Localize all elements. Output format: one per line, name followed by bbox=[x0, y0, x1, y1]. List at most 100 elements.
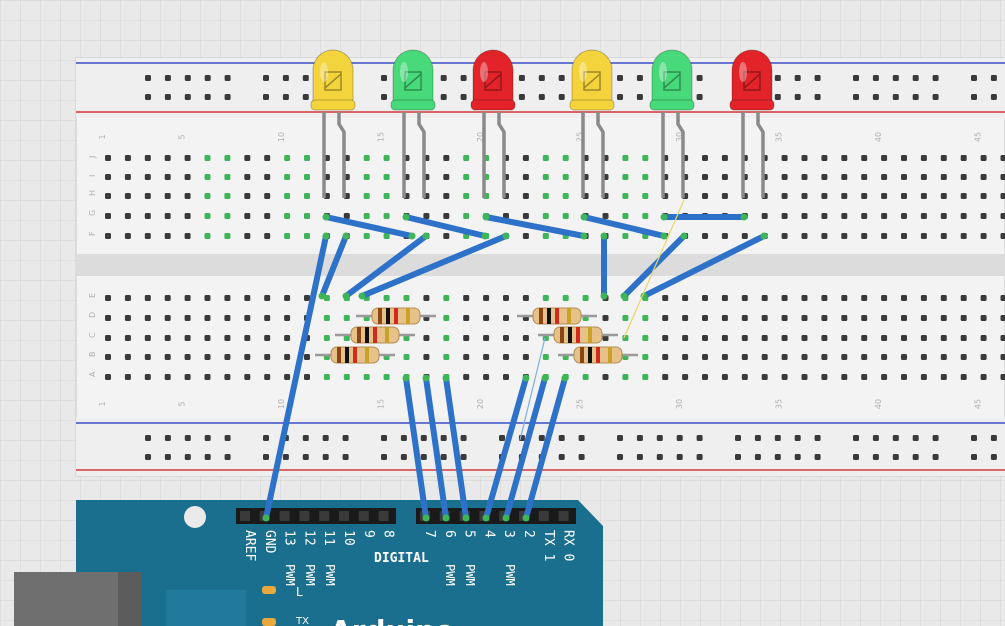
breadboard-hole bbox=[381, 435, 387, 441]
breadboard-hole bbox=[761, 335, 768, 341]
breadboard-hole bbox=[853, 454, 859, 460]
wire-end bbox=[482, 514, 490, 522]
breadboard-hole bbox=[622, 193, 629, 199]
breadboard-hole bbox=[184, 155, 191, 161]
breadboard-hole bbox=[814, 94, 821, 100]
breadboard-hole bbox=[224, 354, 231, 360]
center-channel bbox=[76, 254, 1005, 276]
breadboard-hole bbox=[263, 75, 269, 81]
breadboard-hole bbox=[264, 155, 271, 161]
breadboard-hole bbox=[814, 454, 821, 460]
led-leg-anode bbox=[417, 112, 426, 198]
wire-end bbox=[422, 232, 430, 240]
breadboard-hole bbox=[920, 374, 927, 380]
row-letter: E bbox=[88, 293, 97, 298]
wire-end bbox=[482, 213, 490, 221]
breadboard-hole bbox=[901, 174, 907, 180]
wire-end bbox=[760, 232, 768, 240]
breadboard-hole bbox=[164, 454, 171, 460]
breadboard-hole bbox=[781, 233, 788, 239]
breadboard-hole bbox=[741, 233, 748, 239]
breadboard-hole bbox=[542, 295, 549, 301]
breadboard-hole bbox=[940, 213, 947, 219]
breadboard-hole bbox=[901, 335, 907, 341]
breadboard-hole bbox=[383, 374, 390, 380]
breadboard-hole bbox=[562, 295, 569, 301]
breadboard-hole bbox=[204, 174, 211, 180]
breadboard-hole bbox=[662, 295, 669, 301]
breadboard-hole bbox=[184, 295, 191, 301]
breadboard-hole bbox=[861, 233, 868, 239]
breadboard-hole bbox=[861, 295, 868, 301]
breadboard-hole bbox=[363, 193, 370, 199]
breadboard-hole bbox=[1000, 174, 1005, 180]
breadboard-hole bbox=[761, 315, 768, 321]
led-leg-anode bbox=[497, 112, 506, 198]
pin-label: 13 bbox=[282, 530, 297, 546]
breadboard-hole bbox=[622, 213, 629, 219]
breadboard-hole bbox=[901, 354, 907, 360]
breadboard-hole bbox=[636, 75, 643, 81]
led-tx-indicator bbox=[262, 618, 276, 626]
row-letter: C bbox=[88, 332, 97, 338]
header-pin bbox=[299, 511, 310, 521]
led-yellow bbox=[310, 49, 356, 111]
breadboard-hole bbox=[622, 233, 629, 239]
breadboard-hole bbox=[881, 213, 888, 219]
breadboard-hole bbox=[264, 315, 271, 321]
pin-label: AREF bbox=[242, 530, 257, 561]
wire-end bbox=[462, 514, 470, 522]
breadboard-hole bbox=[861, 335, 868, 341]
breadboard-hole bbox=[522, 295, 529, 301]
wire-end bbox=[422, 374, 430, 382]
pwm-label: PWM bbox=[303, 564, 317, 586]
breadboard-hole bbox=[960, 233, 967, 239]
breadboard-hole bbox=[323, 315, 330, 321]
resistor bbox=[573, 346, 623, 364]
pin-label: 6 bbox=[442, 530, 457, 538]
breadboard-hole bbox=[499, 435, 505, 441]
breadboard-hole bbox=[443, 174, 450, 180]
breadboard-hole bbox=[702, 354, 708, 360]
breadboard-hole bbox=[423, 213, 430, 219]
breadboard-hole bbox=[224, 454, 231, 460]
breadboard-hole bbox=[801, 315, 808, 321]
breadboard-hole bbox=[582, 295, 589, 301]
breadboard-hole bbox=[781, 295, 788, 301]
breadboard-hole bbox=[741, 315, 748, 321]
breadboard-hole bbox=[960, 335, 967, 341]
breadboard-hole bbox=[821, 335, 828, 341]
column-number: 10 bbox=[277, 132, 286, 142]
breadboard-hole bbox=[443, 155, 450, 161]
breadboard-hole bbox=[460, 75, 467, 81]
led-red bbox=[470, 49, 516, 111]
breadboard-hole bbox=[145, 94, 151, 100]
breadboard-hole bbox=[901, 213, 907, 219]
breadboard-hole bbox=[460, 435, 467, 441]
wire-end bbox=[600, 232, 608, 240]
led-yellow bbox=[569, 49, 615, 111]
breadboard-hole bbox=[980, 193, 987, 199]
wire-end bbox=[620, 292, 628, 300]
breadboard-hole bbox=[264, 213, 271, 219]
breadboard-hole bbox=[801, 354, 808, 360]
breadboard-hole bbox=[892, 94, 899, 100]
breadboard-hole bbox=[702, 233, 708, 239]
breadboard-hole bbox=[244, 174, 251, 180]
column-number: 1 bbox=[98, 401, 107, 406]
breadboard-hole bbox=[164, 193, 171, 199]
breadboard-hole bbox=[304, 233, 310, 239]
breadboard-hole bbox=[912, 75, 919, 81]
breadboard-hole bbox=[144, 374, 151, 380]
breadboard-hole bbox=[990, 435, 997, 441]
breadboard-hole bbox=[304, 374, 310, 380]
breadboard-hole bbox=[801, 335, 808, 341]
breadboard-hole bbox=[861, 155, 868, 161]
breadboard-hole bbox=[754, 454, 761, 460]
breadboard-hole bbox=[522, 354, 529, 360]
breadboard-hole bbox=[184, 193, 191, 199]
breadboard-hole bbox=[304, 354, 310, 360]
breadboard-hole bbox=[383, 193, 390, 199]
breadboard-hole bbox=[558, 454, 565, 460]
